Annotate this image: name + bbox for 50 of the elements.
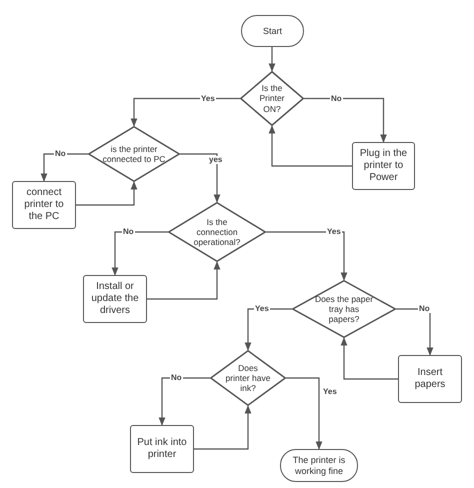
edge-label: No <box>330 94 343 102</box>
edge-label: yes <box>208 156 224 164</box>
arrow <box>304 98 387 143</box>
terminal-box <box>241 15 304 47</box>
decision-diamond <box>210 350 286 406</box>
process-box <box>12 181 76 229</box>
terminal-box <box>280 449 358 482</box>
node-label: Start <box>262 26 282 36</box>
decision-diamond <box>88 126 180 182</box>
node-label: Plug in the printer to Power <box>358 148 408 184</box>
edge-label: No <box>122 228 135 236</box>
arrow <box>180 153 220 203</box>
edge-label: Yes <box>326 228 342 236</box>
process-box <box>398 355 462 403</box>
arrow <box>112 231 168 276</box>
arrow <box>76 181 138 206</box>
node-label: Is the Printer ON? <box>258 83 286 114</box>
edge-label: Yes <box>254 305 270 313</box>
arrow <box>147 261 220 300</box>
arrow <box>268 125 352 167</box>
edge-label: No <box>54 150 67 158</box>
arrow <box>286 377 322 450</box>
arrow <box>244 308 292 351</box>
process-box <box>130 425 194 473</box>
process-box <box>83 275 147 323</box>
node-label: The printer is working fine <box>292 454 346 476</box>
process-box <box>352 142 415 190</box>
arrow <box>266 231 348 281</box>
decision-diamond <box>168 202 266 262</box>
arrow <box>268 46 276 72</box>
arrow <box>396 308 434 356</box>
node-label: Insert papers <box>414 367 446 391</box>
node-label: is the printer connected to PC <box>102 144 166 164</box>
arrow <box>40 153 88 182</box>
edge-label: No <box>418 305 431 313</box>
arrow <box>340 337 398 380</box>
node-label: Does the paper tray has papers? <box>314 294 374 324</box>
arrow <box>130 98 240 127</box>
edge-label: Yes <box>322 388 338 396</box>
node-label: connect printer to the PC <box>23 187 65 223</box>
node-label: Does printer have ink? <box>225 362 271 394</box>
node-label: Put ink into printer <box>136 437 188 461</box>
edge-label: No <box>170 374 183 382</box>
decision-diamond <box>240 71 304 126</box>
decision-diamond <box>292 280 396 338</box>
node-label: Install or update the drivers <box>90 281 140 317</box>
node-label: Is the connection operational? <box>192 216 242 248</box>
arrow <box>194 405 252 450</box>
arrow <box>158 377 210 426</box>
edge-label: Yes <box>200 94 216 102</box>
